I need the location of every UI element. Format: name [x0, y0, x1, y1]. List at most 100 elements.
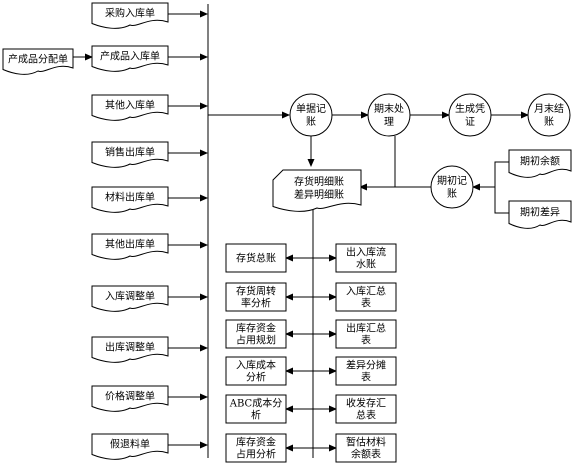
- report-right-2-shape: [335, 282, 397, 312]
- process-month-close-label: 月末结: [534, 102, 564, 115]
- ledger-doc-label: 存货明细账: [294, 175, 344, 188]
- process-bookkeeping-shape: [289, 93, 333, 137]
- doc-3[interactable]: 其他入库单: [91, 94, 169, 121]
- doc-1-label: 采购入库单: [105, 7, 155, 20]
- doc-8-shape: [91, 336, 169, 363]
- opening-doc-balance-label: 期初余额: [520, 155, 560, 168]
- report-right-4-label: 差异分摊: [346, 359, 386, 372]
- report-right-1-label: 出入库流: [346, 246, 386, 259]
- process-voucher-label: 生成凭: [455, 102, 485, 115]
- source-doc[interactable]: 产成品分配单: [2, 48, 74, 75]
- doc-7[interactable]: 入库调整单: [91, 285, 169, 312]
- doc-9[interactable]: 价格调整单: [91, 385, 169, 412]
- report-right-2-label: 入库汇总: [346, 285, 386, 298]
- doc-4-label: 销售出库单: [105, 146, 155, 159]
- report-left-4-label: 入库成本: [236, 359, 276, 372]
- report-right-3-shape: [335, 319, 397, 349]
- process-bookkeeping-label: 单据记: [296, 102, 326, 115]
- report-right-5-shape: [335, 394, 397, 424]
- report-right-1-label: 水账: [356, 259, 376, 271]
- process-voucher-label: 证: [465, 116, 475, 128]
- opening-doc-balance-shape: [508, 149, 572, 178]
- doc-10[interactable]: 假退料单: [91, 433, 169, 460]
- doc-8-label: 出库调整单: [105, 341, 155, 354]
- doc-5-shape: [91, 186, 169, 213]
- source-doc-shape: [2, 48, 74, 75]
- report-left-2-label: 率分析: [241, 297, 271, 310]
- process-month-close-shape: [527, 93, 571, 137]
- report-left-6-shape: [225, 433, 287, 463]
- doc-8[interactable]: 出库调整单: [91, 336, 169, 363]
- report-left-3-shape: [225, 319, 287, 349]
- doc-6[interactable]: 其他出库单: [91, 233, 169, 260]
- process-period-end-label: 理: [384, 116, 394, 128]
- doc-1-shape: [91, 2, 169, 29]
- report-left-2-shape: [225, 282, 287, 312]
- process-voucher-shape: [448, 93, 492, 137]
- doc-6-shape: [91, 233, 169, 260]
- report-left-5-label: 析: [251, 409, 261, 422]
- doc-7-shape: [91, 285, 169, 312]
- report-left-6-label: 占用分析: [236, 448, 276, 461]
- process-period-end-shape: [367, 93, 411, 137]
- report-right-1-shape: [335, 243, 397, 273]
- report-left-3-label: 库存资金: [236, 322, 276, 335]
- process-opening-shape: [430, 165, 474, 209]
- doc-5[interactable]: 材料出库单: [91, 186, 169, 213]
- doc-3-label: 其他入库单: [105, 99, 155, 112]
- doc-4-shape: [91, 141, 169, 168]
- doc-3-shape: [91, 94, 169, 121]
- doc-2[interactable]: 产成品入库单: [91, 45, 169, 72]
- doc-4[interactable]: 销售出库单: [91, 141, 169, 168]
- report-left-3-label: 占用规划: [236, 334, 276, 347]
- doc-9-label: 价格调整单: [105, 390, 155, 403]
- report-right-6-label: 暂估材料: [346, 436, 386, 449]
- report-right-4-label: 表: [361, 371, 371, 384]
- report-left-5-shape: [225, 394, 287, 424]
- process-bookkeeping-label: 账: [306, 116, 316, 128]
- ledger-doc-label: 差异明细账: [294, 188, 344, 201]
- report-left-1[interactable]: 存货总账: [225, 243, 287, 273]
- doc-9-shape: [91, 385, 169, 412]
- doc-1[interactable]: 采购入库单: [91, 2, 169, 29]
- opening-doc-balance[interactable]: 期初余额: [508, 149, 572, 178]
- opening-doc-variance-shape: [508, 200, 572, 229]
- report-left-6-label: 库存资金: [236, 436, 276, 449]
- process-period-end-label: 期末处: [374, 102, 404, 115]
- report-left-4-label: 分析: [246, 371, 266, 384]
- doc-10-label: 假退料单: [110, 438, 150, 451]
- report-right-4-shape: [335, 356, 397, 386]
- report-left-5-label: ABC成本分: [229, 397, 282, 410]
- report-right-5-label: 总表: [356, 409, 376, 422]
- report-right-6-shape: [335, 433, 397, 463]
- opening-doc-variance[interactable]: 期初差异: [508, 200, 572, 229]
- source-doc-label: 产成品分配单: [8, 53, 68, 66]
- doc-2-shape: [91, 45, 169, 72]
- report-right-2-label: 表: [361, 297, 371, 310]
- report-left-1-shape: [225, 243, 287, 273]
- doc-10-shape: [91, 433, 169, 460]
- process-opening-label: 账: [447, 188, 457, 200]
- report-left-4-shape: [225, 356, 287, 386]
- doc-5-label: 材料出库单: [105, 191, 155, 204]
- report-right-3-label: 表: [361, 334, 371, 347]
- report-right-3-label: 出库汇总: [346, 322, 386, 335]
